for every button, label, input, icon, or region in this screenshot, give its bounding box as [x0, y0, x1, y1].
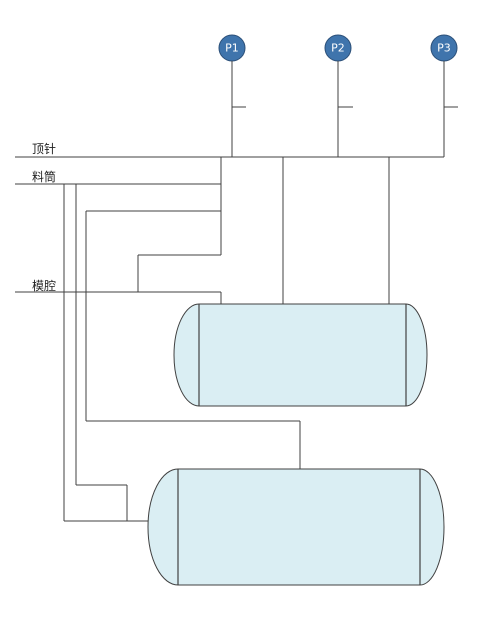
barrel-line-label: 料筒	[32, 169, 56, 184]
gauge-p3: P3	[430, 34, 458, 62]
lower-tank	[147, 468, 445, 586]
gauge-p3-label: P3	[437, 42, 451, 55]
gauge-p2: P2	[324, 34, 352, 62]
cavity-line-label: 模腔	[32, 278, 56, 293]
lower-tank-body	[147, 468, 445, 586]
gauge-p1: P1	[218, 34, 246, 62]
upper-tank-body	[173, 303, 428, 407]
gauge-p2-label: P2	[331, 42, 345, 55]
ejector-line-label: 顶针	[32, 141, 56, 156]
upper-tank	[173, 303, 428, 407]
gauge-p1-label: P1	[225, 42, 239, 55]
